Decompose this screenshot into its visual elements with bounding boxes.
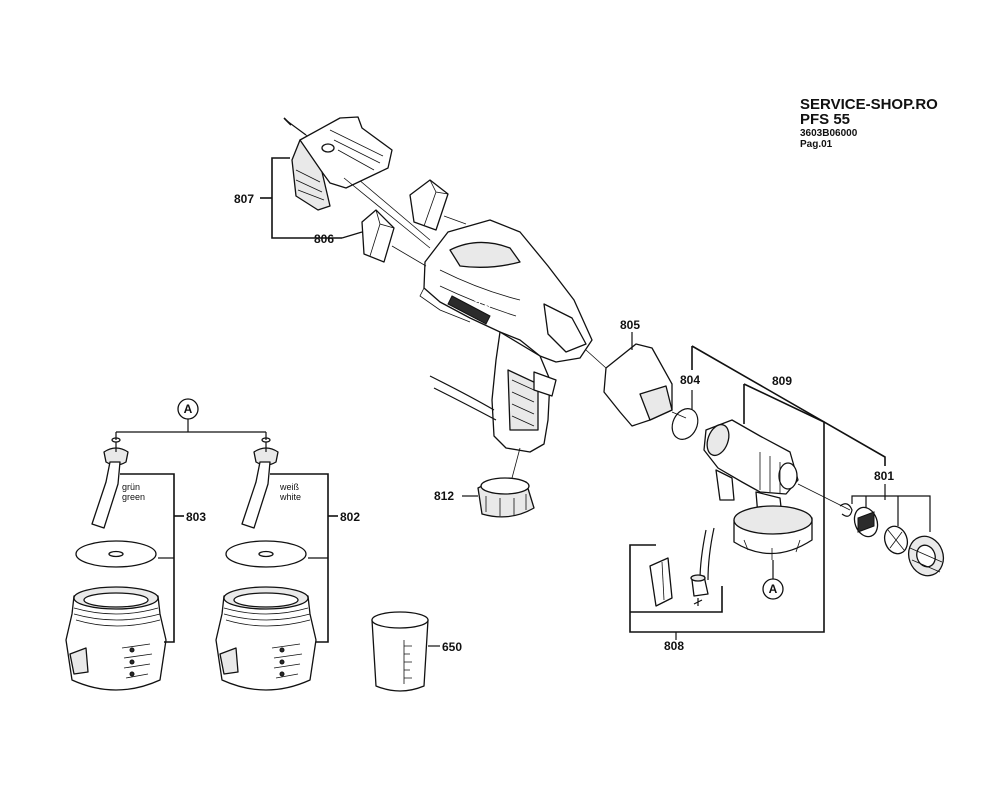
callout-brackets — [120, 157, 931, 647]
container-assembly-white — [215, 437, 317, 691]
filter-pad-upper — [409, 179, 449, 231]
reference-marker-gun: A — [762, 560, 784, 600]
tube-label-left-2: green — [122, 492, 145, 502]
spray-attachment-part — [699, 419, 813, 581]
part-number: 3603B06000 — [800, 128, 858, 139]
tube-label-right-1: weiß — [279, 482, 300, 492]
label-809: 809 — [772, 374, 792, 388]
reference-marker-top: A — [115, 398, 267, 440]
ref-marker-label-gun: A — [769, 582, 778, 596]
label-807: 807 — [234, 192, 254, 206]
valve-set-parts — [649, 557, 709, 607]
nozzle-cover-part — [585, 343, 673, 427]
motor-housing-part: BOSCH — [419, 219, 593, 479]
label-806: 806 — [314, 232, 334, 246]
tube-label-right-2: white — [279, 492, 301, 502]
rear-cover-part — [291, 116, 393, 211]
label-650: 650 — [442, 640, 462, 654]
part-number-labels: 807 806 805 804 809 801 812 808 803 802 … — [186, 192, 894, 654]
tube-color-labels: grün green weiß white — [122, 482, 301, 502]
ref-marker-label-top: A — [184, 402, 193, 416]
label-801: 801 — [874, 469, 894, 483]
o-ring-part — [671, 408, 699, 440]
label-804: 804 — [680, 373, 700, 387]
model-name: PFS 55 — [800, 111, 850, 128]
label-812: 812 — [434, 489, 454, 503]
filter-pad-lower — [361, 209, 395, 263]
label-805: 805 — [620, 318, 640, 332]
guard-ring-part — [477, 477, 535, 518]
tube-label-left-1: grün — [122, 482, 140, 492]
shop-name: SERVICE-SHOP.RO — [800, 96, 938, 113]
page-number: Pag.01 — [800, 139, 833, 150]
container-assembly-green — [65, 437, 167, 691]
measuring-cup-part — [371, 611, 429, 692]
label-802: 802 — [340, 510, 360, 524]
label-808: 808 — [664, 639, 684, 653]
nozzle-parts — [839, 503, 945, 577]
header-block: SERVICE-SHOP.RO PFS 55 3603B06000 Pag.01 — [800, 96, 938, 150]
label-803: 803 — [186, 510, 206, 524]
